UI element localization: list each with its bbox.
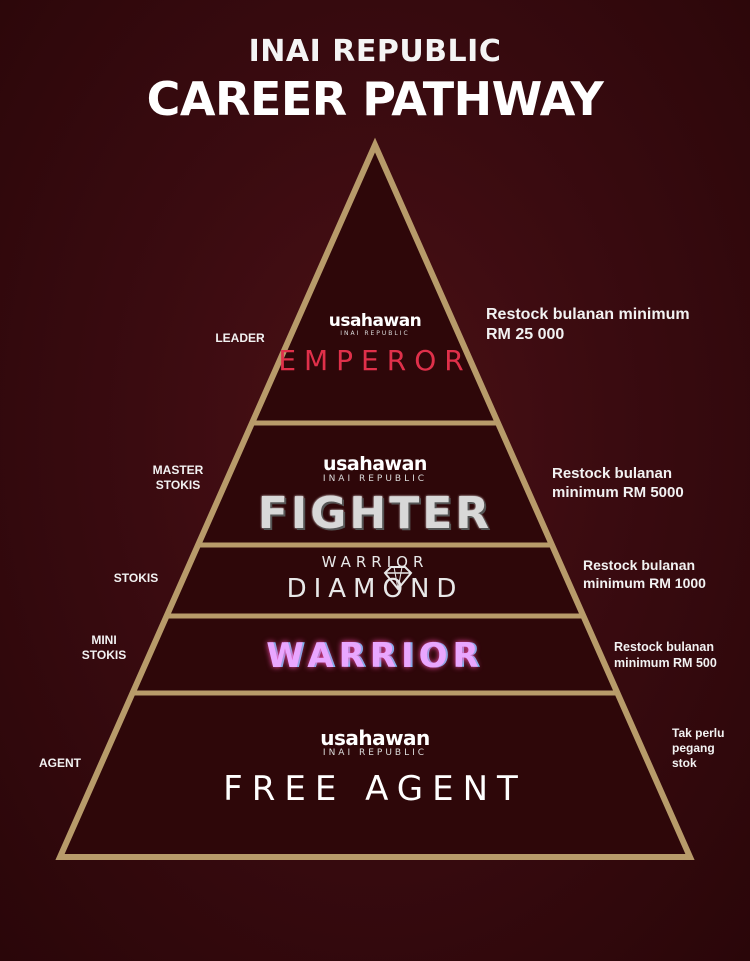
tier-name-warrior-top: WARRIOR [321, 553, 429, 571]
brand-logo-agent: usahawan INAI REPUBLIC [0, 728, 750, 759]
brand-logo-text: usahawan [328, 311, 422, 331]
requirement-stokis: Restock bulanan minimum RM 1000 [583, 557, 706, 591]
diamond-gem-icon [383, 566, 413, 591]
level-label-master-stokis: MASTER STOKIS [152, 463, 204, 492]
brand-logo-subtext: INAI REPUBLIC [322, 748, 428, 758]
pyramid-outline [55, 137, 695, 860]
tier-name-emperor: EMPEROR [278, 344, 472, 377]
brand-logo-emperor: usahawan INAI REPUBLIC [0, 313, 750, 338]
level-label-leader: LEADER [215, 331, 265, 345]
brand-logo-text: usahawan [323, 453, 427, 475]
brand-logo-fighter: usahawan INAI REPUBLIC [0, 455, 750, 485]
brand-logo-subtext: INAI REPUBLIC [322, 474, 428, 484]
requirement-master-stokis: Restock bulanan minimum RM 5000 [552, 465, 684, 501]
brand-logo-subtext: INAI REPUBLIC [340, 330, 410, 337]
tier-name-warrior: WARRIOR [266, 636, 484, 676]
tier-name-diamond: DIAMOND [286, 574, 464, 604]
tier-name-fighter: FIGHTER [257, 488, 493, 539]
requirement-mini-stokis: Restock bulanan minimum RM 500 [614, 640, 717, 670]
requirement-leader: Restock bulanan minimum RM 25 000 [486, 306, 690, 343]
level-label-agent: AGENT [39, 756, 81, 770]
tier-name-free-agent: FREE AGENT [223, 769, 527, 809]
page-subtitle: INAI REPUBLIC [248, 34, 502, 69]
level-label-stokis: STOKIS [113, 571, 159, 585]
brand-logo-text: usahawan [320, 726, 430, 750]
requirement-agent: Tak perlu pegang stok [672, 726, 725, 770]
page-title: CAREER PATHWAY [146, 72, 604, 126]
level-label-mini-stokis: MINI STOKIS [81, 633, 127, 662]
